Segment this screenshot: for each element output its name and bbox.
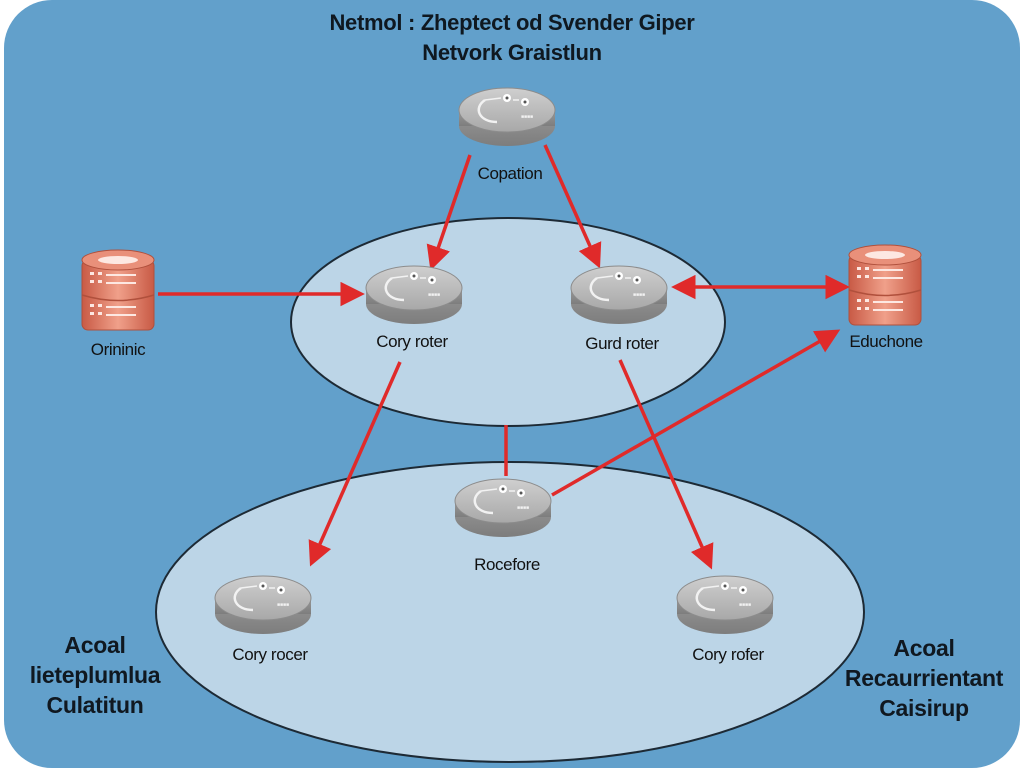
core-region: [290, 217, 726, 427]
database-icon-right[interactable]: [848, 244, 922, 326]
side-label-right-line2: Recaurrientant: [844, 665, 1004, 691]
node-label-top: Copation: [477, 164, 543, 183]
router-icon-lower-right[interactable]: [675, 574, 775, 636]
diagram-subtitle: Netvork Graistlun: [422, 40, 602, 65]
side-label-left: Acoal lieteplumlua Culatitun: [0, 630, 190, 720]
node-label-lower-right: Cory rofer: [692, 645, 764, 664]
side-label-right: Acoal Recaurrientant Caisirup: [824, 633, 1024, 723]
edge-core-left-to-lower-left: [308, 361, 402, 567]
edge-top-to-core-left: [426, 154, 472, 271]
router-icon-lower-left[interactable]: [213, 574, 313, 636]
edge-top-to-core-right: [543, 144, 602, 269]
lower-region: [155, 461, 865, 763]
side-label-left-line2: lieteplumlua: [29, 662, 161, 688]
side-label-left-line1: Acoal: [64, 632, 126, 658]
router-icon-core-left[interactable]: [364, 264, 464, 326]
edge-center-to-right-db: [551, 329, 841, 497]
router-icon-top[interactable]: [457, 86, 557, 148]
side-label-right-line1: Acoal: [893, 635, 955, 661]
node-label-center: Rocefore: [474, 555, 540, 574]
database-icon-left[interactable]: [81, 249, 155, 331]
node-label-core-right: Gurd roter: [585, 334, 659, 353]
diagram-title: Netmol : Zheptect od Svender Giper: [329, 10, 695, 35]
node-label-right-db: Educhone: [849, 332, 923, 351]
router-icon-center[interactable]: [453, 477, 553, 539]
side-label-left-line3: Culatitun: [46, 692, 144, 718]
edge-core-right-to-lower-right: [618, 359, 714, 570]
side-label-right-line3: Caisirup: [879, 695, 969, 721]
node-label-left-db: Orininic: [90, 340, 146, 359]
node-label-core-left: Cory roter: [376, 332, 448, 351]
router-icon-core-right[interactable]: [569, 264, 669, 326]
node-label-lower-left: Cory rocer: [232, 645, 308, 664]
